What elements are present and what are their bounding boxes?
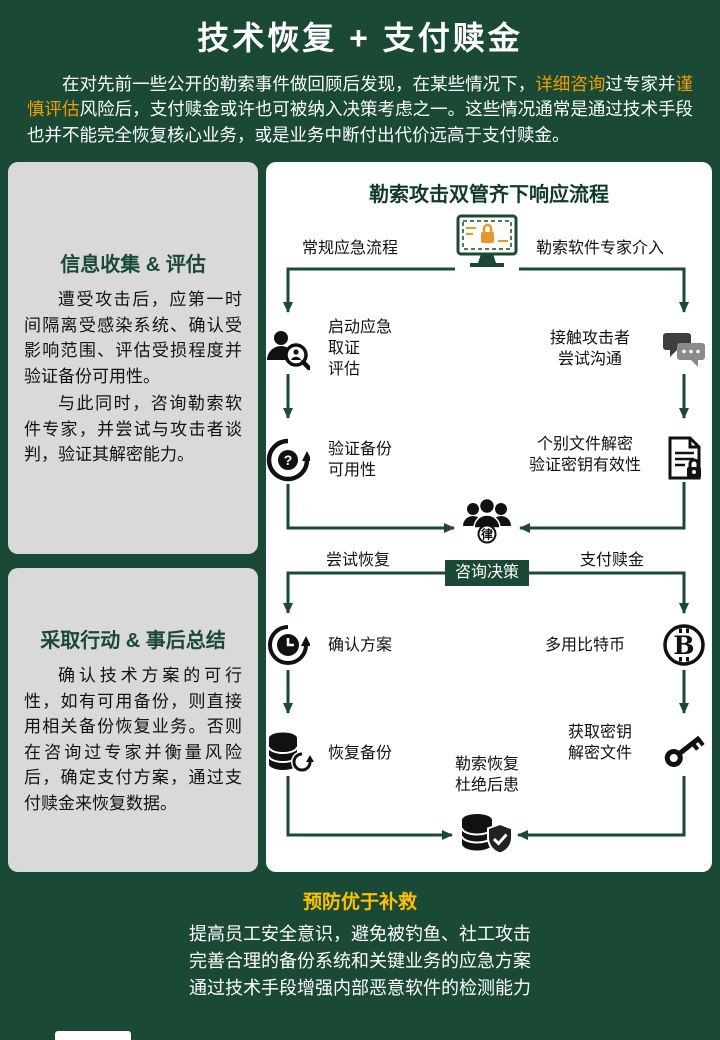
branch-try-restore-label: 尝试恢复 xyxy=(325,552,390,570)
step-contact-attacker-label: 接触攻击者 尝试沟通 xyxy=(549,330,630,369)
svg-text:B: B xyxy=(673,631,694,660)
step-bitcoin-label: 多用比特币 xyxy=(544,637,625,655)
flowchart-title: 勒索攻击双管齐下响应流程 xyxy=(369,184,609,207)
step-verify-backup-label: 验证备份 可用性 xyxy=(328,441,393,480)
intro-paragraph: 在对先前一些公开的勒索事件做回顾后发现，在某些情况下，详细咨询过专家并谨慎评估风… xyxy=(27,72,693,148)
intro-text-2: 过专家并 xyxy=(605,74,676,94)
take-action-title: 采取行动 & 事后总结 xyxy=(40,630,226,653)
take-action-box: 采取行动 & 事后总结 确认技术方案的可行性，如有可用备份，则直接用相关备份恢复… xyxy=(8,568,258,873)
step-start-emergency-label: 启动应急 取证 评估 xyxy=(328,319,393,379)
database-shield-icon xyxy=(460,810,514,865)
step-restore-backup-label: 恢复备份 xyxy=(328,745,393,763)
database-restore-icon xyxy=(266,730,314,779)
computer-lock-icon xyxy=(455,214,519,277)
document-lock-icon xyxy=(663,436,707,485)
info-collection-para-1: 遭受攻击后，应第一时间隔离受感染系统、确认受影响范围、评估受损程度并验证备份可用… xyxy=(24,290,242,386)
intro-highlight-1: 详细咨询 xyxy=(535,74,606,94)
flow-connectors xyxy=(283,267,689,841)
svg-text:律: 律 xyxy=(481,527,493,542)
chat-icon xyxy=(662,327,706,376)
main-section: 信息收集 & 评估 遭受攻击后，应第一时间隔离受感染系统、确认受影响范围、评估受… xyxy=(0,162,720,873)
left-column: 信息收集 & 评估 遭受攻击后，应第一时间隔离受感染系统、确认受影响范围、评估受… xyxy=(8,162,258,873)
info-collection-title: 信息收集 & 评估 xyxy=(60,254,206,277)
step-confirm-plan-label: 确认方案 xyxy=(328,637,393,655)
branch-right-label: 勒索软件专家介入 xyxy=(535,240,664,258)
final-recovery-label: 勒索恢复 杜绝后患 xyxy=(454,756,519,795)
intro-text-3: 风险后，支付赎金或许也可被纳入决策考虑之一。这些情况通常是通过技术手段也并不能完… xyxy=(27,99,694,145)
bottom-edge-artifact xyxy=(55,1031,131,1040)
footer-title: 预防优于补救 xyxy=(302,892,417,914)
decision-box: 咨询决策 xyxy=(445,560,529,587)
footer-line-3: 通过技术手段增强内部恶意软件的检测能力 xyxy=(189,978,531,999)
take-action-para-1: 确认技术方案的可行性，如有可用备份，则直接用相关备份恢复业务。否则在咨询过专家并… xyxy=(24,666,242,813)
flowchart-panel: 勒索攻击双管齐下响应流程 xyxy=(266,162,712,873)
svg-text:?: ? xyxy=(284,452,293,468)
footer-line-2: 完善合理的备份系统和关键业务的应急方案 xyxy=(189,951,531,972)
restore-question-icon: ? xyxy=(266,438,312,487)
intro-text-1: 在对先前一些公开的勒索事件做回顾后发现，在某些情况下， xyxy=(62,74,536,94)
footer-section: 预防优于补救 提高员工安全意识，避免被钓鱼、社工攻击 完善合理的备份系统和关键业… xyxy=(0,872,720,1005)
footer-line-1: 提高员工安全意识，避免被钓鱼、社工攻击 xyxy=(189,924,531,945)
info-collection-box: 信息收集 & 评估 遭受攻击后，应第一时间隔离受感染系统、确认受影响范围、评估受… xyxy=(8,162,258,555)
bitcoin-icon: B xyxy=(662,623,706,672)
clock-restore-icon xyxy=(266,623,311,672)
header-section: 技术恢复 + 支付赎金 在对先前一些公开的勒索事件做回顾后发现，在某些情况下，详… xyxy=(0,0,720,148)
branch-pay-ransom-label: 支付赎金 xyxy=(579,552,644,570)
step-get-key-label: 获取密钥 解密文件 xyxy=(567,724,632,763)
branch-left-label: 常规应急流程 xyxy=(301,240,398,258)
info-collection-para-2: 与此同时，咨询勒索软件专家，并尝试与攻击者谈判，验证其解密能力。 xyxy=(24,394,242,465)
key-icon xyxy=(662,728,706,777)
step-test-decrypt-label: 个别文件解密 验证密钥有效性 xyxy=(528,436,641,475)
expert-group-icon: 律 xyxy=(462,494,512,549)
intro-highlight-2: 谨慎评估 xyxy=(27,74,694,120)
page-title: 技术恢复 + 支付赎金 xyxy=(197,20,523,56)
person-search-icon xyxy=(266,327,312,376)
